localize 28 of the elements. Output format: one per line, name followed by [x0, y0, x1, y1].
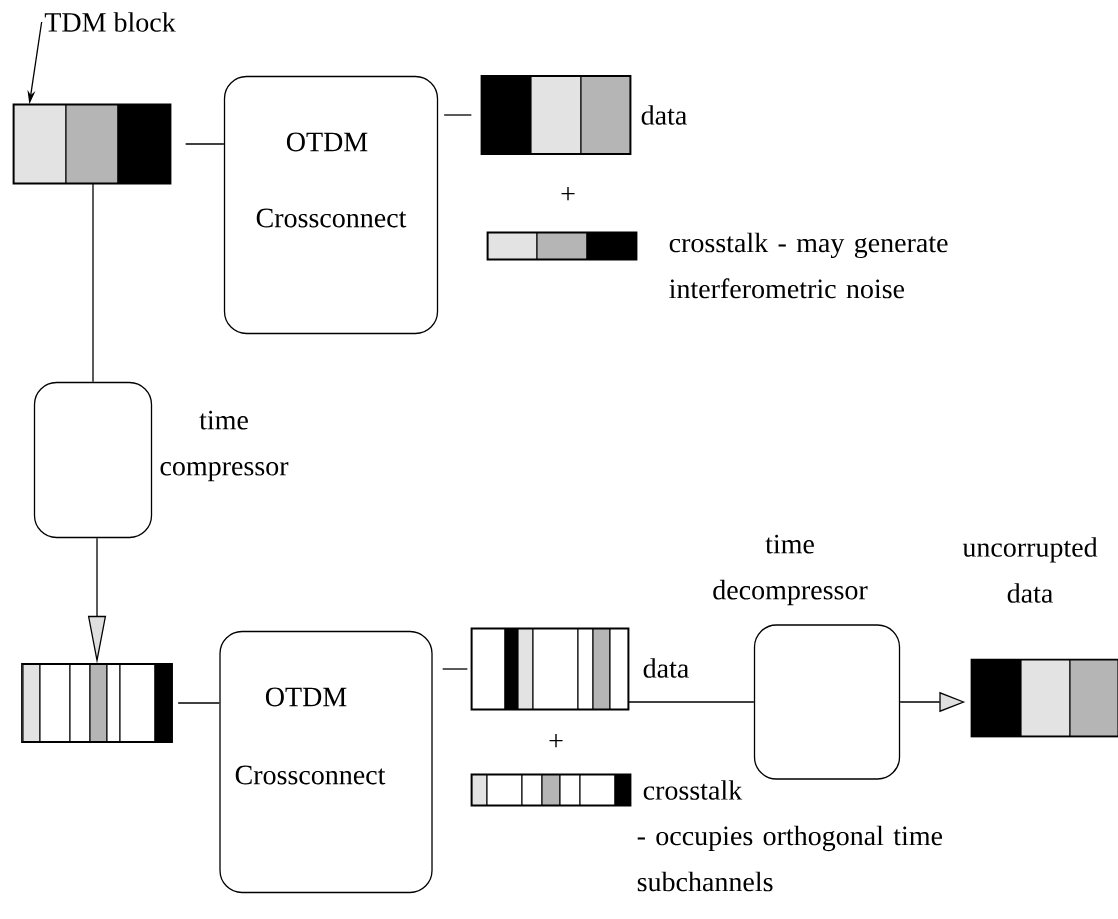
block-label: - occupies orthogonal time subchannels — [637, 825, 943, 892]
block-label: data — [641, 105, 687, 125]
signal-block — [470, 773, 632, 807]
block-label: time decompressor — [713, 534, 868, 606]
block-label: crosstalk — [643, 780, 743, 800]
signal-block — [21, 663, 173, 743]
connector-line — [442, 668, 468, 670]
block-label: time compressor — [160, 410, 289, 482]
process-box — [753, 624, 901, 780]
signal-block — [12, 103, 172, 185]
connector-line — [185, 143, 225, 145]
connector-line — [177, 702, 220, 704]
plus-sign: + — [549, 734, 563, 748]
process-box: OTDM Crossconnect — [219, 630, 433, 894]
connector-line — [628, 701, 755, 703]
callout-text: TDM block — [44, 12, 176, 32]
signal-block — [470, 627, 630, 711]
process-box: OTDM Crossconnect — [223, 75, 439, 335]
connector-line — [443, 114, 472, 116]
signal-block — [486, 231, 638, 261]
block-label: crosstalk - may generate interferometric noise — [669, 232, 948, 299]
plus-sign: + — [561, 187, 575, 201]
signal-block — [480, 75, 632, 155]
signal-block — [970, 658, 1118, 738]
block-label: data — [643, 658, 689, 678]
block-label: uncorrupted data — [962, 537, 1098, 603]
process-box — [33, 381, 153, 539]
connector-line — [92, 183, 94, 383]
